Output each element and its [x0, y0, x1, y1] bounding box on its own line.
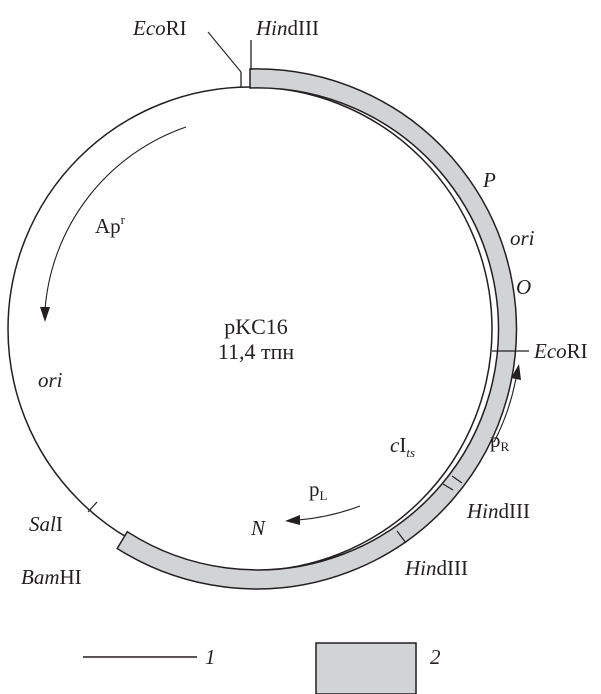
- ampr-label: Apr: [95, 212, 126, 238]
- legend-item-2-label: 2: [430, 645, 441, 669]
- hindiii-tick-2: [451, 475, 463, 484]
- legend-item-1-label: 1: [205, 645, 216, 669]
- sali-tick: [87, 501, 98, 513]
- ecori-right-label: EcoRI: [533, 339, 588, 363]
- hindiii-tick-1: [442, 483, 454, 491]
- gene-p-label: P: [482, 168, 496, 192]
- plasmid-name: pKC16: [224, 314, 288, 339]
- pl-label: pL: [309, 477, 328, 503]
- pr-arrowhead: [511, 364, 521, 380]
- pr-arrow: [493, 377, 517, 443]
- legend-band-swatch: [315, 642, 417, 694]
- pr-label: pR: [490, 428, 510, 454]
- lambda-insert-band: [116, 68, 518, 590]
- ci-ts-label: cIts: [390, 433, 415, 460]
- pl-arrowhead: [285, 515, 300, 525]
- plasmid-size: 11,4 тпн: [218, 339, 295, 364]
- hindiii-tick-3: [396, 530, 407, 544]
- gene-n-label: N: [250, 516, 266, 540]
- gene-o-label: O: [516, 275, 531, 299]
- ori-right-label: ori: [510, 226, 535, 250]
- sali-label: SalI: [29, 512, 63, 536]
- ecori-top-label: EcoRI: [132, 16, 187, 40]
- bamhi-label: BamHI: [21, 565, 82, 589]
- ampr-arrowhead: [40, 307, 50, 322]
- hindiii-top-label: HindIII: [255, 16, 319, 40]
- hindiii-right2-label: HindIII: [404, 556, 468, 580]
- ampr-arrow: [44, 126, 187, 311]
- hindiii-right1-label: HindIII: [466, 499, 530, 523]
- ori-left-label: ori: [38, 368, 63, 392]
- pl-arrow: [297, 505, 361, 521]
- ecori-top-leader: [207, 31, 242, 73]
